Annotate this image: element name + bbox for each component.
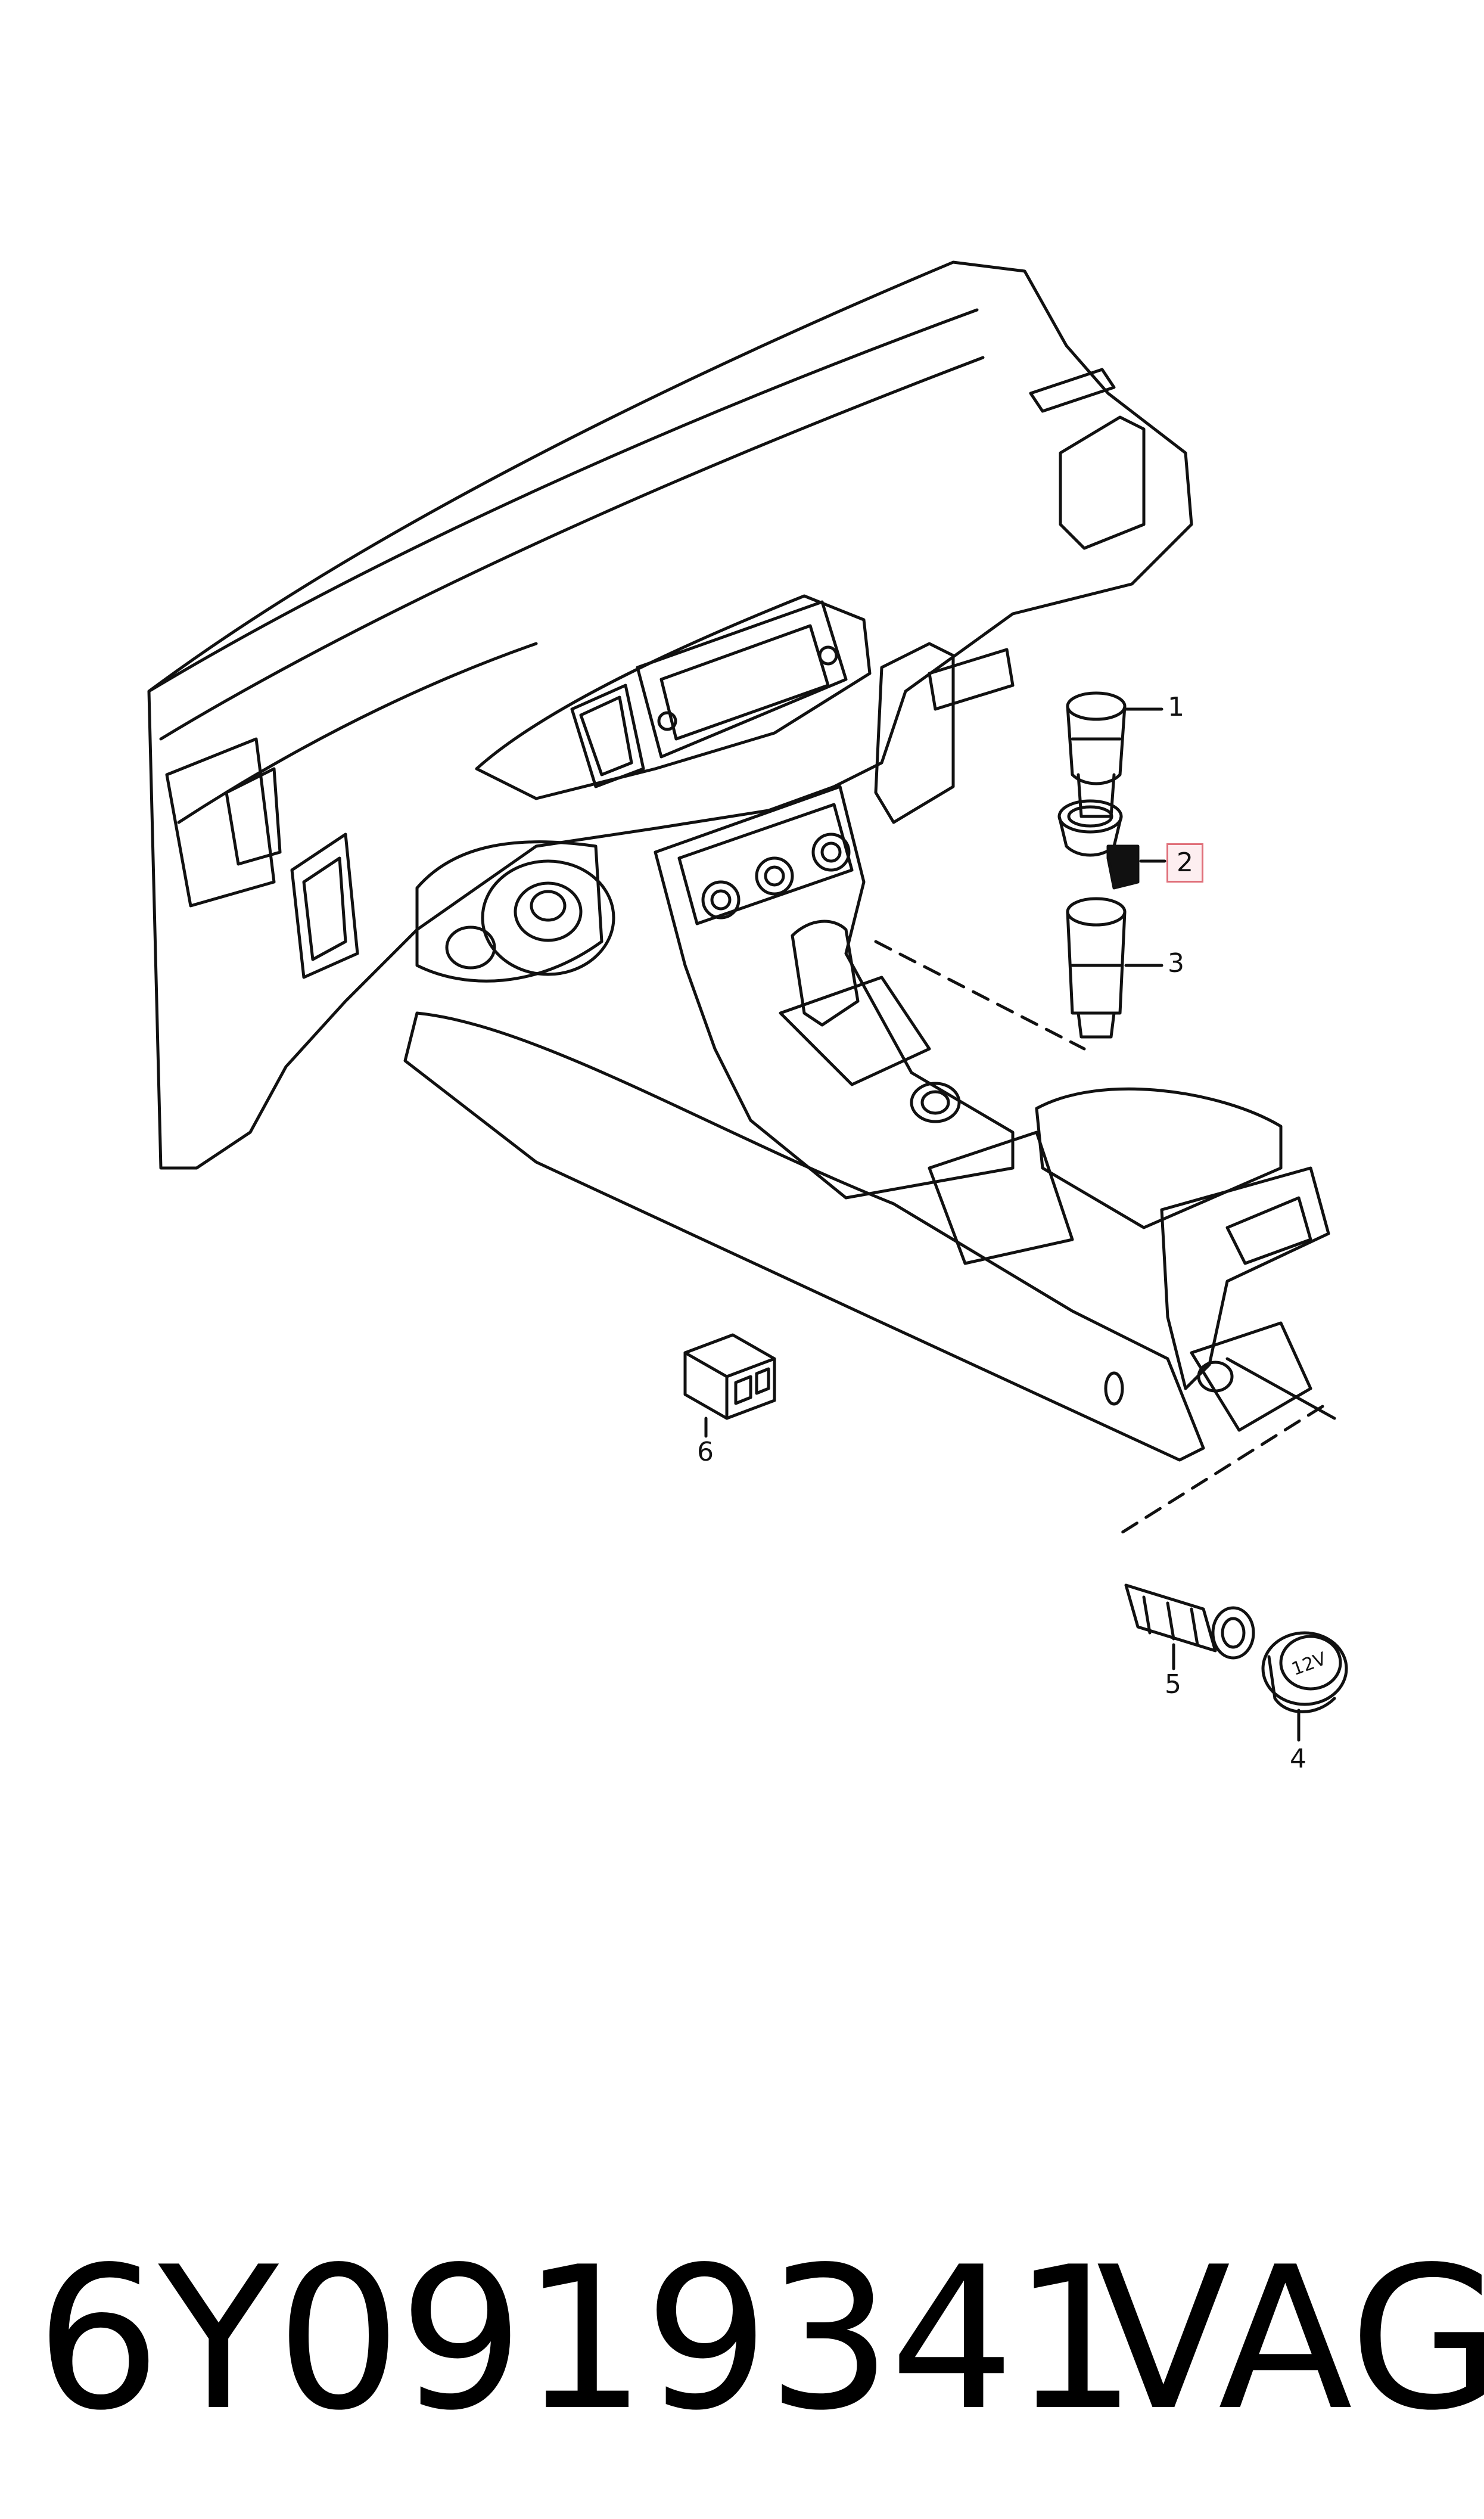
callout-2: 2 <box>1166 843 1203 883</box>
part-number: 6Y0919341 <box>36 2225 1137 2453</box>
callout-1: 1 <box>1168 692 1184 722</box>
steering-column <box>415 840 615 983</box>
brand-label: VAG <box>1096 2225 1484 2453</box>
part-4-12v-socket <box>1261 1631 1348 1742</box>
part-5-lighter <box>1124 1583 1255 1670</box>
callout-5: 5 <box>1165 1669 1181 1700</box>
callout-3: 3 <box>1168 948 1184 979</box>
part-1-socket <box>1066 691 1163 818</box>
callout-4: 4 <box>1290 1744 1306 1774</box>
callout-6: 6 <box>697 1437 714 1467</box>
part-6-connector <box>683 1333 776 1438</box>
dashboard-exploded-diagram: 12V <box>147 260 1348 1742</box>
rear-armrest <box>928 1087 1336 1432</box>
infotainment-screen <box>570 600 848 788</box>
leader-lines <box>874 940 1324 1539</box>
part-3-socket-body <box>1066 897 1163 1039</box>
part-4-marking: 12V <box>1289 1648 1330 1680</box>
part-2-holder <box>1057 799 1166 890</box>
center-console <box>403 785 1205 1462</box>
dashboard-outline <box>147 260 1193 1170</box>
